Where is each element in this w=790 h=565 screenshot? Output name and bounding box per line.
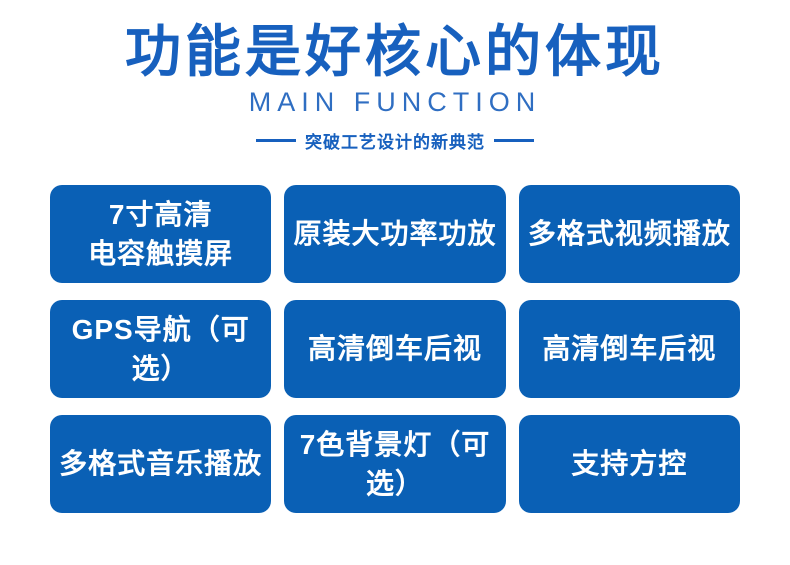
- feature-label: 多格式音乐播放: [59, 448, 263, 480]
- feature-label: 高清倒车后视: [307, 333, 482, 365]
- feature-label: 7色背景灯（可选）: [299, 428, 491, 499]
- tagline: 突破工艺设计的新典范: [0, 128, 790, 153]
- feature-label: 支持方控: [571, 448, 688, 480]
- feature-card-music-playback: 多格式音乐播放: [50, 415, 272, 513]
- feature-label: 多格式视频播放: [527, 218, 731, 250]
- page-subtitle: MAIN FUNCTION: [248, 87, 542, 117]
- page-title: 功能是好核心的体现: [125, 20, 665, 83]
- feature-card-backlight: 7色背景灯（可选）: [284, 415, 506, 513]
- feature-card-amplifier: 原装大功率功放: [284, 185, 506, 283]
- tagline-dash-left: [256, 139, 296, 142]
- feature-card-rearview-1: 高清倒车后视: [284, 300, 506, 398]
- feature-card-steering-control: 支持方控: [518, 415, 740, 513]
- feature-card-gps: GPS导航（可选）: [50, 300, 272, 398]
- feature-card-rearview-2: 高清倒车后视: [518, 300, 740, 398]
- tagline-dash-right: [494, 139, 534, 142]
- header: 功能是好核心的体现 MAIN FUNCTION 突破工艺设计的新典范: [0, 0, 790, 153]
- feature-label: GPS导航（可选）: [71, 313, 250, 384]
- feature-card-video-playback: 多格式视频播放: [518, 185, 740, 283]
- feature-grid: 7寸高清 电容触摸屏 原装大功率功放 多格式视频播放 GPS导航（可选） 高清倒…: [50, 185, 740, 513]
- feature-label: 7寸高清 电容触摸屏: [88, 198, 234, 269]
- feature-label: 高清倒车后视: [542, 333, 717, 365]
- feature-card-touchscreen: 7寸高清 电容触摸屏: [50, 185, 272, 283]
- tagline-text: 突破工艺设计的新典范: [305, 133, 485, 152]
- feature-label: 原装大功率功放: [293, 218, 497, 250]
